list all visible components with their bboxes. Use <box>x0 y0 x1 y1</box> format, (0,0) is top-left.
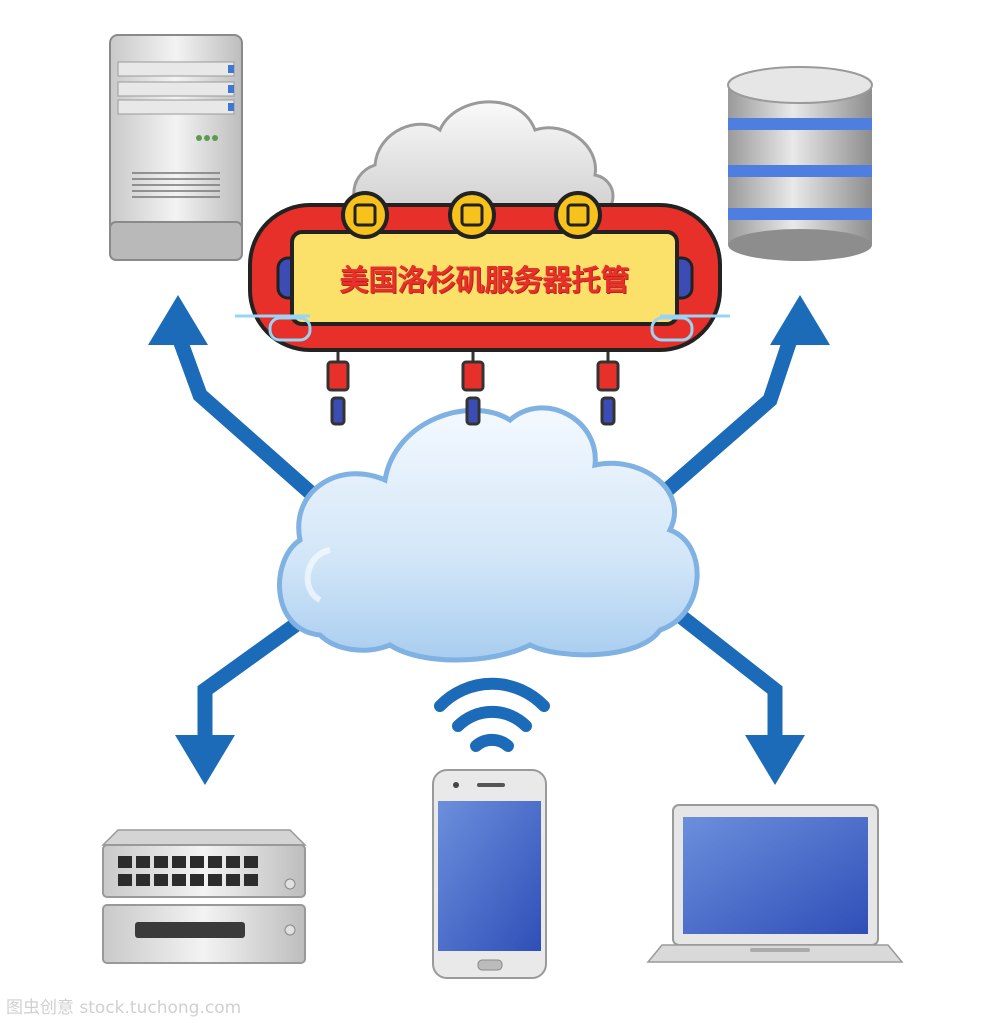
arrowhead-up-right <box>770 295 830 345</box>
server-tower-icon <box>109 34 243 261</box>
arrow-to-network-switch <box>197 593 335 745</box>
smartphone-icon <box>432 769 547 979</box>
banner-title: 美国洛杉矶服务器托管 <box>339 263 630 297</box>
banner-coins <box>341 191 602 239</box>
banner-tassels <box>326 345 620 426</box>
network-switch-icon <box>101 829 307 964</box>
central-cloud-icon <box>277 405 700 663</box>
arrow-heads <box>148 295 830 785</box>
arrow-to-laptop <box>655 594 783 745</box>
watermark: 图虫创意 stock.tuchong.com <box>6 998 242 1018</box>
wifi-icon <box>434 677 550 752</box>
database-icon <box>727 66 873 261</box>
arrow-to-tower-server <box>172 337 335 516</box>
grey-cloud-icon <box>352 100 615 217</box>
arrow-to-database <box>645 337 798 511</box>
arrowhead-down-left <box>175 735 235 785</box>
connection-arrows <box>172 337 798 745</box>
arrowhead-up-left <box>148 295 208 345</box>
laptop-icon <box>646 804 904 963</box>
banner-sign <box>235 191 730 426</box>
arrowhead-down-right <box>745 735 805 785</box>
